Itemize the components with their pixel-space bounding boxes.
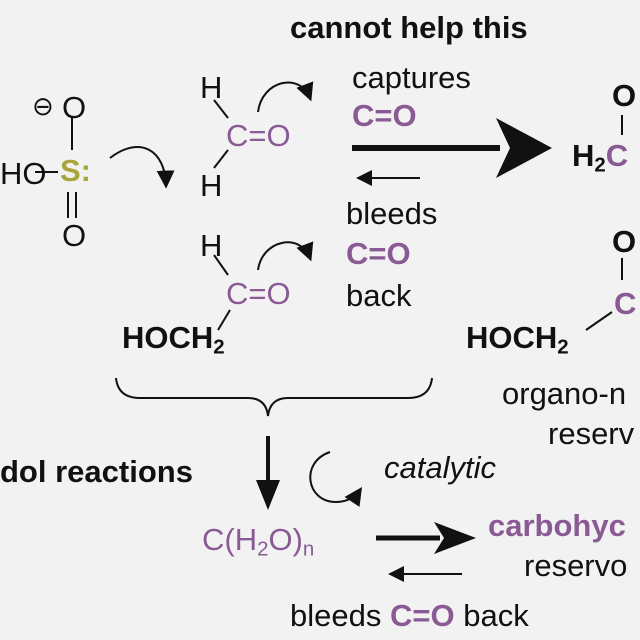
formaldehyde-h-bottom-bond [213,149,229,169]
back-label: back [346,278,412,313]
captures-co: C=O [352,98,417,133]
sulfite-ho: HO [0,156,47,191]
glycolaldehyde-h: H [200,228,223,263]
formaldehyde-h-bottom: H [200,168,223,203]
catalytic-label: catalytic [384,450,496,485]
heading-cannot-help: cannot help this [290,10,528,45]
forward-arrow-head [496,118,552,178]
formaldehyde-h-top-bond [213,99,229,119]
bleeds-label: bleeds [346,196,438,231]
carbohydrate-reservoir: reservo [524,548,628,583]
grouping-brace [115,377,433,417]
product-o-top: O [612,78,637,113]
glycolaldehyde-carbonyl: C=O [226,276,291,311]
sulfite-o-top: O [62,90,87,125]
product2-hoch2: HOCH2 [466,320,569,359]
formaldehyde-curved-arrow [257,81,314,113]
formaldehyde-carbonyl: C=O [226,118,291,153]
bleeds-co: C=O [346,236,411,271]
captures-label: captures [352,60,471,95]
aldol-down-arrow-head [256,480,280,510]
glycolaldehyde-hoch2: HOCH2 [122,320,225,359]
catalytic-cycle-arrow [309,451,362,507]
glycolaldehyde-ch2-bond [217,309,231,331]
product2-c: C [614,286,637,321]
aldol-reactions-label: dol reactions [0,454,193,489]
glycolaldehyde-h-bond [213,254,229,276]
carb-forward-arrow-head [434,522,476,554]
carbohydrate-formula: C(H2O)n [202,522,315,561]
glycolaldehyde-curved-arrow [257,241,314,271]
product-h2c: H2C [572,138,629,177]
product2-o: O [612,224,637,259]
sulfite-attack-arrow [109,146,175,189]
formaldehyde-h-top: H [200,70,223,105]
carbohydrate-product: carbohyc [488,508,626,543]
bottom-bleeds-line: bleeds C=O back [290,598,529,633]
negative-charge-symbol: ⊖ [32,91,54,121]
sulfite-s-lone-pair: S: [60,153,91,188]
reverse-arrow-head [356,170,372,186]
organo-reservoir-line1: organo-n [502,376,627,411]
sulfite-o-bottom: O [62,218,87,253]
carb-reverse-arrow-head [388,566,404,582]
product2-chain-bond [585,311,613,331]
organo-reservoir-line2: reserv [548,416,635,451]
